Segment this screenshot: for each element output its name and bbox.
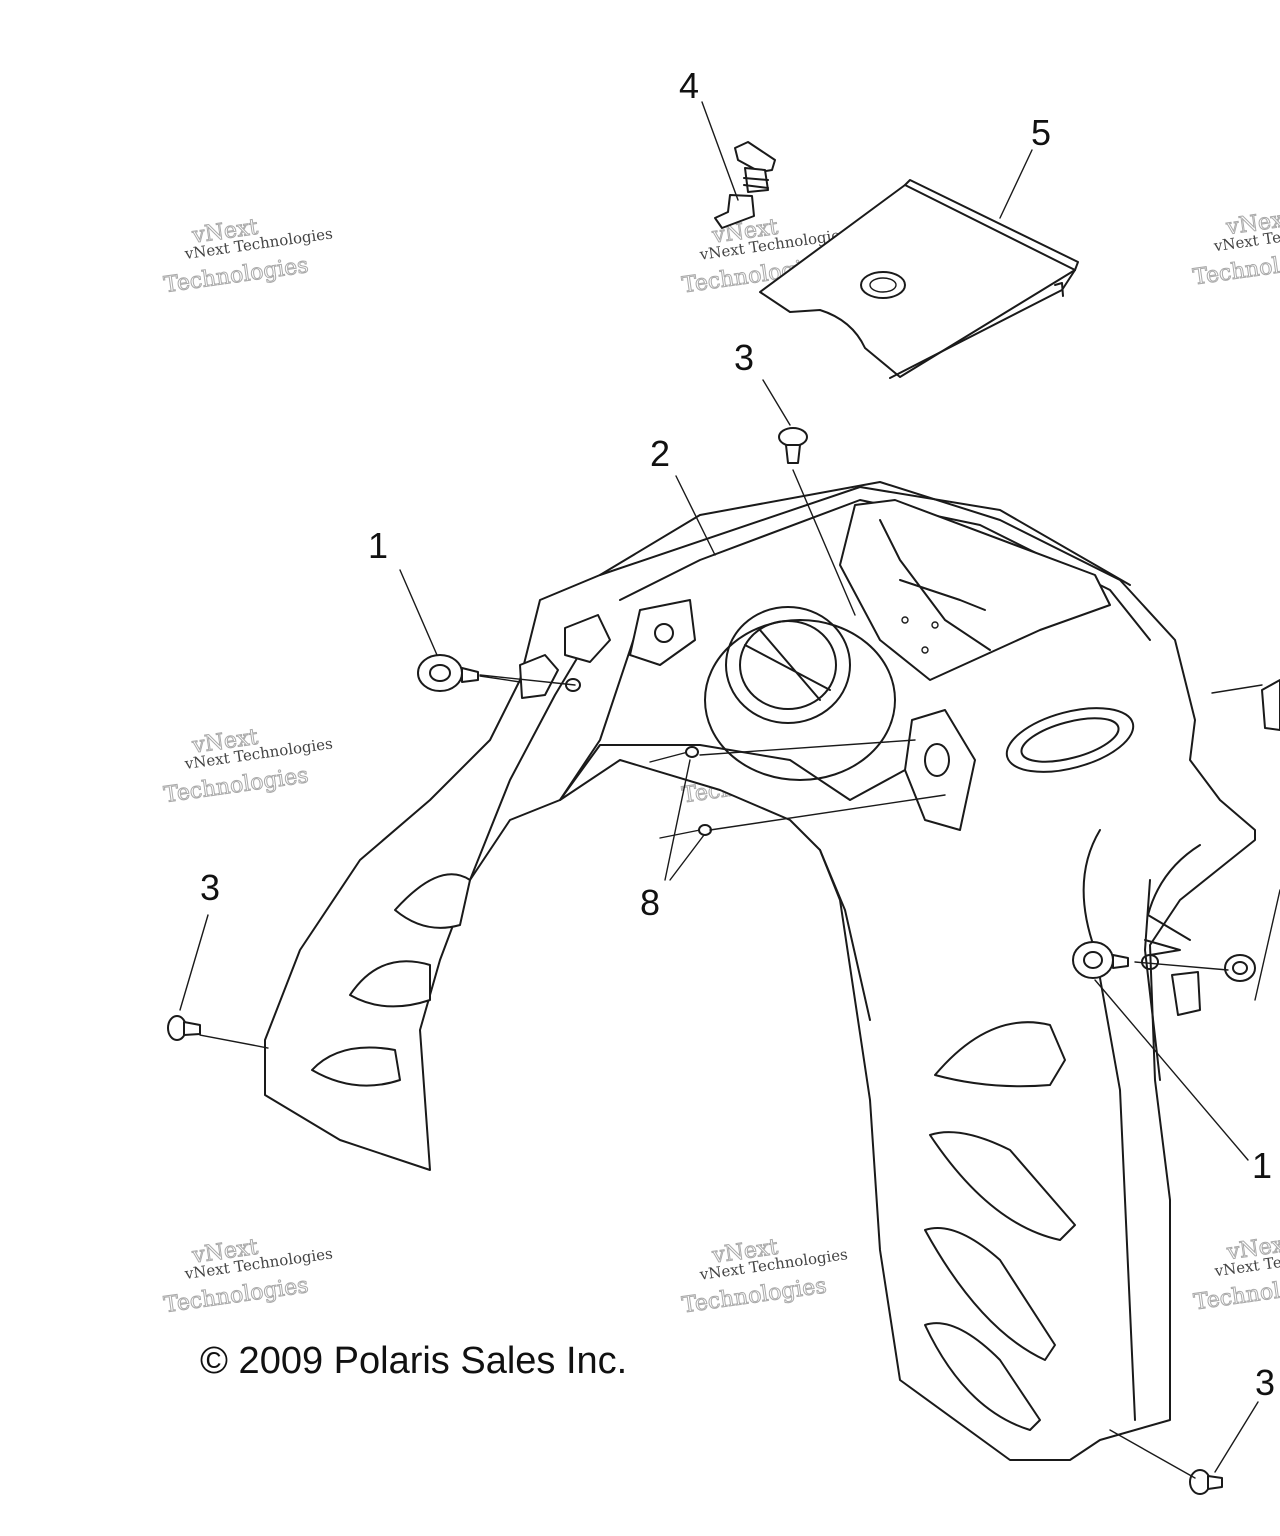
part-screw-left [167, 1015, 201, 1041]
svg-text:Technologies: Technologies [162, 1273, 310, 1318]
callout-3-top: 3 [734, 337, 754, 378]
watermark-bottom-left: vNext vNext Technologies Technologies [162, 1234, 334, 1318]
watermark-bottom-center: vNext vNext Technologies Technologies [680, 1234, 849, 1319]
part-cover-panel [759, 179, 1079, 379]
watermark-text-outline: Technologies [162, 253, 310, 298]
part-screw-top [778, 427, 808, 464]
part-console-body [264, 481, 1256, 1461]
callout-8: 8 [640, 882, 660, 923]
part-grommet-right [1072, 679, 1280, 1016]
watermark-top-left: vNext vNext Technologies Technologies [162, 214, 334, 298]
part-screw-bottom [1189, 1469, 1223, 1495]
callout-3-left: 3 [200, 867, 220, 908]
callout-1-left: 1 [368, 525, 388, 566]
callout-2: 2 [650, 433, 670, 474]
part-grommet-left [417, 654, 581, 699]
leader-lines [179, 101, 1280, 1479]
watermark-mid-left: vNext vNext Technologies Technologies [162, 724, 334, 808]
callout-4: 4 [679, 65, 699, 106]
watermark-bottom-right: vNext vNext Technologies Technologies [1192, 1231, 1280, 1316]
callout-5: 5 [1031, 112, 1051, 153]
callout-3-bottom: 3 [1255, 1362, 1275, 1403]
part-latch [714, 141, 776, 229]
watermark-top-right: vNext vNext Technologies Technologies [1191, 206, 1280, 291]
copyright-notice: © 2009 Polaris Sales Inc. [200, 1340, 628, 1382]
svg-text:Technologies: Technologies [162, 763, 310, 808]
callout-1-right: 1 [1252, 1145, 1272, 1186]
